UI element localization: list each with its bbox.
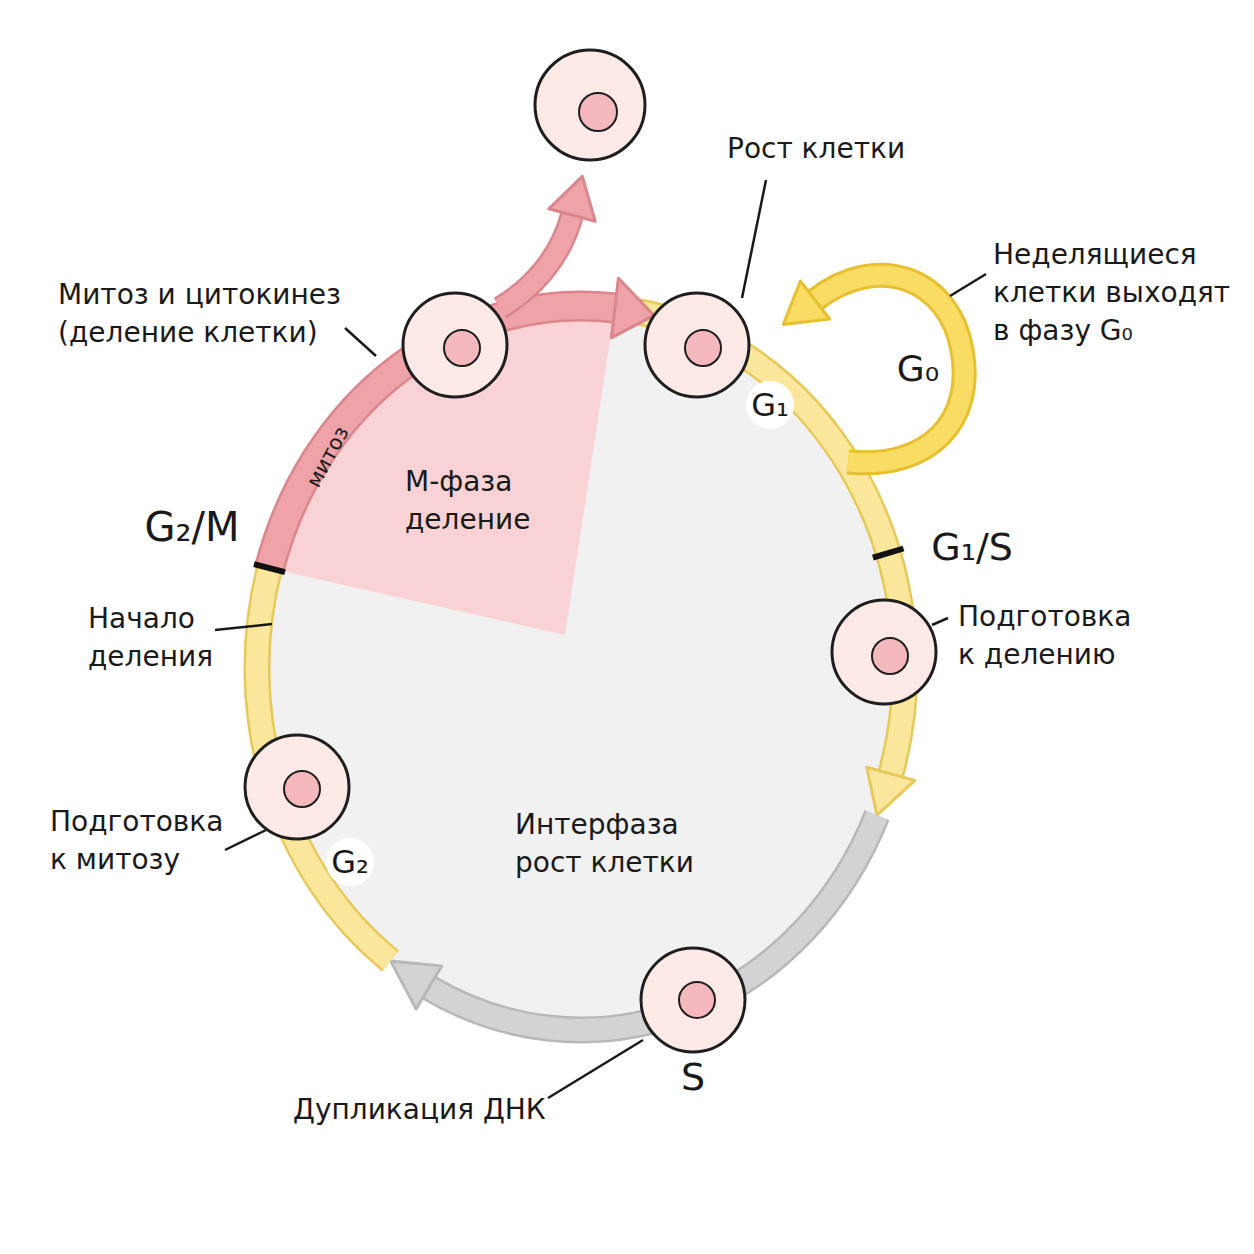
s-arc [429, 815, 877, 1030]
mitosis-arrowhead [611, 278, 654, 338]
mitosis-arc [270, 306, 615, 568]
checkpoint-marker [254, 564, 285, 572]
cell-nucleus [284, 771, 320, 807]
callout-text: Неделящиеся клетки выходят в фазу G₀ [993, 236, 1238, 350]
leader-line [215, 624, 272, 630]
cell-nucleus [679, 982, 715, 1018]
cells [245, 50, 936, 1052]
s-arc-outline [429, 815, 877, 1030]
sector-fill [270, 306, 615, 635]
cell-nucleus [579, 93, 617, 131]
leader-line [548, 1040, 643, 1098]
leader-line [742, 180, 766, 298]
callout-text: Начало деления [88, 600, 228, 676]
band-label: митоз [302, 422, 355, 492]
g1-arc [615, 308, 905, 774]
phase-label: S [681, 1054, 705, 1100]
phase-label: G₂ [331, 843, 369, 881]
callout-text: Рост клетки [727, 130, 947, 168]
mitosis-arc-outline [270, 306, 615, 568]
cell-body [645, 293, 749, 397]
cell-body [535, 50, 645, 160]
g1-arc-outline [615, 308, 905, 774]
leader-line [932, 618, 948, 625]
g0-arrowhead [783, 281, 829, 324]
callout-text: Митоз и цитокинез (деление клетки) [58, 276, 358, 352]
cell-nucleus [444, 330, 480, 366]
cell-body [641, 948, 745, 1052]
label-disc [326, 838, 374, 886]
g2-arc-outline [257, 568, 391, 961]
cell-nucleus [685, 330, 721, 366]
cell-nucleus [872, 638, 908, 674]
region-title: Интерфаза рост клетки [515, 806, 715, 882]
callout-text: Подготовка к делению [958, 598, 1140, 674]
callout-text: Дупликация ДНК [293, 1091, 593, 1129]
g0-loop [815, 275, 964, 463]
cell-body [245, 735, 349, 839]
exit-branch [500, 215, 572, 308]
cell-body [403, 293, 507, 397]
callout-text: Подготовка к митозу [50, 803, 232, 879]
g1-arrowhead [867, 767, 915, 815]
exit-branch-outline [500, 215, 572, 308]
label-disc [890, 340, 946, 396]
checkpoint-label: G₂/M [144, 503, 239, 551]
region-title: М-фаза деление [405, 463, 545, 539]
exit-arrowhead [549, 176, 595, 221]
checkpoint-marker [873, 549, 904, 558]
leader-line [950, 274, 986, 296]
cell-body [832, 600, 936, 704]
leader-line [345, 328, 376, 356]
phase-label: G₁ [751, 386, 789, 424]
leader-line [225, 830, 266, 850]
region-fill [257, 306, 905, 1030]
interphase-region: Интерфаза рост клетки М-фаза деление [257, 306, 905, 1030]
leader-lines [215, 180, 986, 1098]
g0-loop-outline [815, 275, 964, 463]
s-arrowhead [391, 961, 442, 1009]
g2-arc [257, 568, 391, 961]
phase-label: G₀ [897, 347, 939, 390]
checkpoint-label: G₁/S [931, 524, 1013, 570]
label-disc [746, 381, 794, 429]
